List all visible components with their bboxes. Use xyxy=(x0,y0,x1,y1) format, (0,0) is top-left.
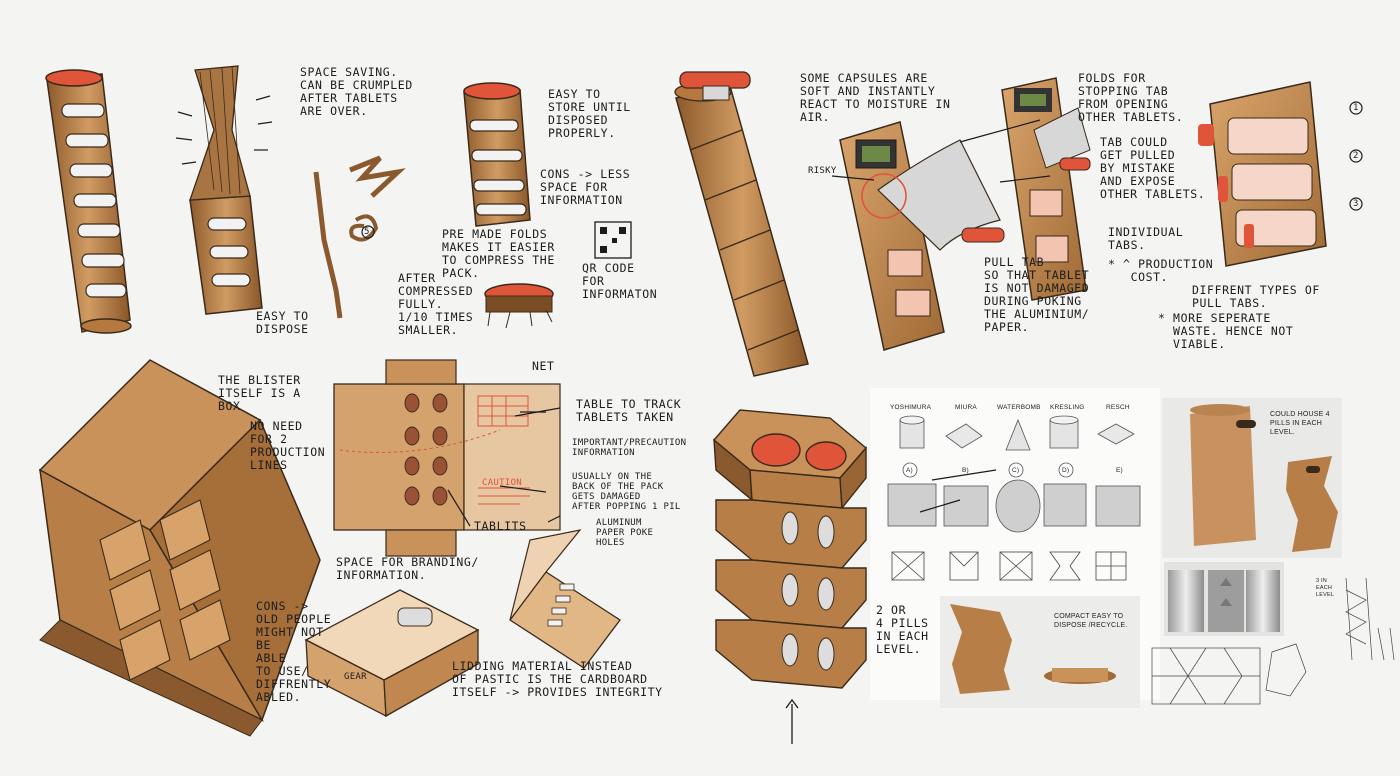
note-aluminum: ALUMINUM PAPER POKE HOLES xyxy=(596,518,654,548)
note-cons-space: CONS -> LESS SPACE FOR INFORMATION xyxy=(540,167,631,207)
spiral-tube-sketch xyxy=(674,71,809,377)
note-compact: COMPACT EASY TO DISPOSE /RECYCLE. xyxy=(1054,613,1128,629)
note-branding: SPACE FOR BRANDING/ INFORMATION. xyxy=(336,555,479,582)
note-net: NET xyxy=(532,359,555,373)
box-net-sketch xyxy=(333,359,561,557)
rendered-tubes xyxy=(950,404,1338,694)
fold-name-yoshimura: YOSHIMURA xyxy=(890,404,932,411)
label-caution: CAUTION xyxy=(482,478,523,488)
note-tab-could: TAB COULD GET PULLED BY MISTAKE AND EXPO… xyxy=(1100,135,1206,201)
fold-letter-a: A) xyxy=(906,467,913,474)
crease-patterns xyxy=(1151,577,1395,705)
fold-name-kresling: KRESLING xyxy=(1050,404,1085,411)
circle-number-3: 3 xyxy=(1353,199,1359,209)
note-space-saving: SPACE SAVING. CAN BE CRUMPLED AFTER TABL… xyxy=(300,65,413,118)
fold-letter-c: C) xyxy=(1012,467,1020,474)
pill-tube-sketch xyxy=(45,69,132,334)
note-blister-box: THE BLISTER ITSELF IS A BOX xyxy=(218,373,301,413)
crumpled-tube-sketch xyxy=(175,65,406,319)
note-qr-code: QR CODE FOR INFORMATON xyxy=(582,261,658,301)
note-capsules: SOME CAPSULES ARE SOFT AND INSTANTLY REA… xyxy=(800,71,951,124)
label-gear: GEAR xyxy=(344,672,367,682)
circle-number-5: 5 xyxy=(364,227,371,237)
note-no-need: NO NEED FOR 2 PRODUCTION LINES xyxy=(250,419,326,472)
note-table-track: TABLE TO TRACK TABLETS TAKEN xyxy=(576,397,682,424)
circle-number-2: 2 xyxy=(1353,151,1359,161)
fold-name-waterbomb: WATERBOMB xyxy=(997,404,1041,411)
fold-letter-e: E) xyxy=(1116,467,1123,474)
fold-letter-d: D) xyxy=(1062,467,1070,474)
note-tablets: TABLITS xyxy=(474,519,527,533)
note-folds-stopping: FOLDS FOR STOPPING TAB FROM OPENING OTHE… xyxy=(1078,71,1184,124)
note-easy-dispose: EASY TO DISPOSE xyxy=(256,309,309,336)
closed-box-sketch xyxy=(304,529,621,718)
note-more-waste: * MORE SEPERATE WASTE. HENCE NOT VIABLE. xyxy=(1158,311,1294,351)
note-easy-store: EASY TO STORE UNTIL DISPOSED PROPERLY. xyxy=(548,87,631,140)
fold-letter-b: B) xyxy=(962,467,969,474)
note-production-cost: * ^ PRODUCTION COST. xyxy=(1108,257,1214,284)
hex-stack-sketch xyxy=(713,409,867,744)
note-lidding: LIDDING MATERIAL INSTEAD OF PASTIC IS TH… xyxy=(452,659,663,699)
circle-number-1: 1 xyxy=(1353,103,1359,113)
note-individual-tabs: INDIVIDUAL TABS. xyxy=(1108,225,1184,252)
note-cons-old: CONS -> OLD PEOPLE MIGHT NOT BE ABLE TO … xyxy=(256,599,332,704)
fold-name-resch: RESCH xyxy=(1106,404,1130,411)
leader-lines xyxy=(447,119,1051,527)
note-usually-back: USUALLY ON THE BACK OF THE PACK GETS DAM… xyxy=(572,472,681,512)
note-two-or-four: 2 OR 4 PILLS IN EACH LEVEL. xyxy=(876,603,929,656)
note-pull-tab: PULL TAB SO THAT TABLET IS NOT DAMAGED D… xyxy=(984,255,1090,334)
fold-name-miura: MIURA xyxy=(955,404,977,411)
short-stack-sketch xyxy=(463,82,632,329)
blister-card-sketches xyxy=(839,77,1327,351)
note-could-house: COULD HOUSE 4 PILLS IN EACH LEVEL. xyxy=(1270,411,1330,436)
note-after-compressed: AFTER COMPRESSED FULLY. 1/10 TIMES SMALL… xyxy=(398,271,474,337)
origami-fold-icons xyxy=(887,415,1141,581)
note-risky: RISKY xyxy=(808,166,837,176)
number-circles xyxy=(361,101,1363,239)
open-box-sketch xyxy=(38,359,321,737)
note-different-tabs: DIFFRENT TYPES OF PULL TABS. xyxy=(1192,283,1320,310)
note-three-each: 3 IN EACH LEVEL xyxy=(1316,578,1335,598)
note-important-info: IMPORTANT/PRECAUTION INFORMATION xyxy=(572,438,687,458)
note-premade-folds: PRE MADE FOLDS MAKES IT EASIER TO COMPRE… xyxy=(442,227,555,280)
